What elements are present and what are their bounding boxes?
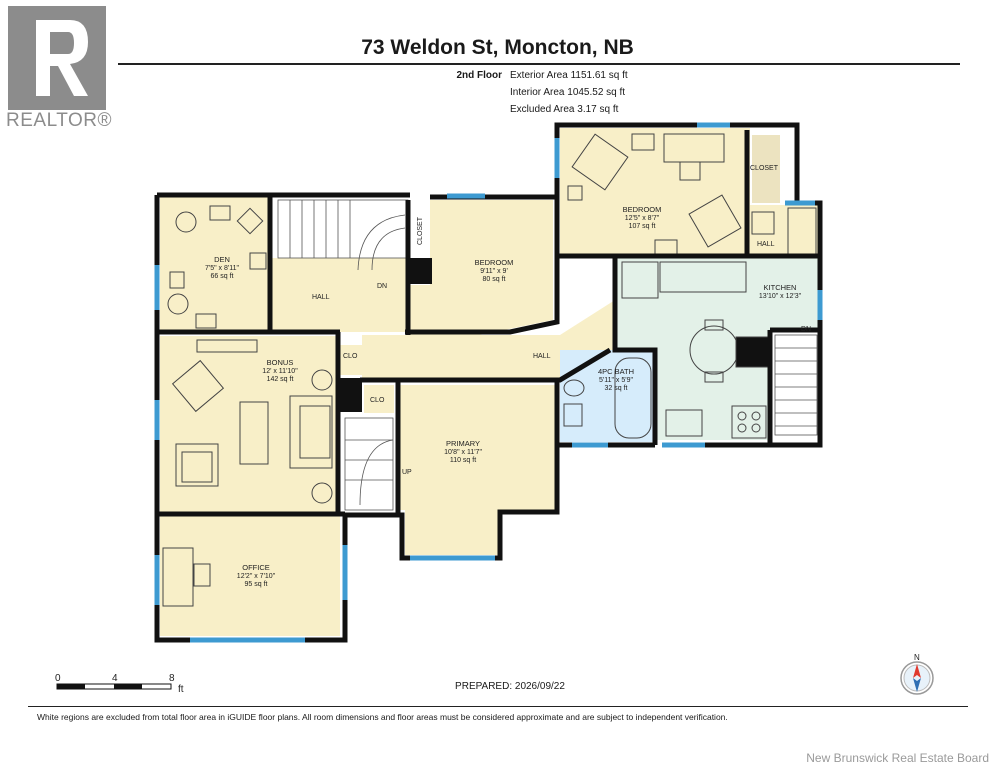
scale-tick-8: 8 — [169, 673, 175, 684]
bedroom2-area: 107 sq ft — [629, 223, 656, 230]
floor-plan: DEN 7'5" x 8'11" 66 sq ft BEDROOM 9'11" … — [55, 122, 934, 695]
bedroom1-fill — [410, 200, 553, 335]
hall-small-label: HALL — [757, 241, 775, 248]
office-fill — [160, 516, 340, 636]
exterior-area: Exterior Area 1151.61 sq ft — [510, 70, 628, 81]
up-label: UP — [402, 469, 412, 476]
room-office: OFFICE 12'2" x 7'10" 95 sq ft — [237, 563, 276, 588]
prepared-date: PREPARED: 2026/09/22 — [455, 681, 565, 692]
primary-name: PRIMARY — [446, 439, 480, 448]
dn-right-label: DN — [801, 326, 811, 333]
hall-main-label: HALL — [533, 353, 551, 360]
compass-label: N — [914, 653, 920, 662]
stairs — [277, 199, 818, 511]
realtor-logo-text: REALTOR® — [6, 110, 112, 131]
bedroom2-dim: 12'5" x 8'7" — [625, 215, 660, 222]
room-den: DEN 7'5" x 8'11" 66 sq ft — [205, 255, 239, 280]
compass-south-needle-icon — [913, 678, 921, 692]
excluded-area: Excluded Area 3.17 sq ft — [510, 104, 619, 115]
bonus-fill — [160, 336, 338, 512]
kitchen-name: KITCHEN — [764, 283, 797, 292]
bedroom1-name: BEDROOM — [475, 258, 514, 267]
floor-label: 2nd Floor — [456, 70, 502, 81]
compass: N — [900, 653, 934, 695]
office-name: OFFICE — [242, 563, 270, 572]
board-watermark: New Brunswick Real Estate Board — [806, 751, 989, 765]
room-bath: 4PC BATH 5'11" x 5'9" 32 sq ft — [598, 367, 634, 392]
primary-dim: 10'8" x 11'7" — [444, 449, 482, 456]
bonus-area: 142 sq ft — [267, 376, 294, 383]
room-bedroom-1: BEDROOM 9'11" x 9' 80 sq ft — [475, 258, 514, 283]
den-area: 66 sq ft — [211, 273, 234, 280]
room-bonus: BONUS 12' x 11'10" 142 sq ft — [262, 358, 298, 383]
bedroom1-dim: 9'11" x 9' — [480, 268, 508, 275]
footer-divider — [28, 706, 968, 707]
chimney-block — [410, 258, 432, 284]
closet-right-fill — [752, 135, 780, 203]
kitchen-dim: 13'10" x 12'3" — [759, 293, 802, 300]
realtor-logo — [8, 6, 106, 110]
bonus-name: BONUS — [267, 358, 294, 367]
scale-tick-4: 4 — [112, 673, 118, 684]
room-kitchen: KITCHEN 13'10" x 12'3" — [759, 283, 802, 300]
hall-upper-label: HALL — [312, 294, 330, 301]
structural-block — [340, 378, 362, 412]
hall-main-fill — [362, 300, 615, 380]
room-fills — [160, 128, 820, 636]
clo1-fill — [340, 345, 362, 375]
scale-bar: 0 4 8 ft — [55, 673, 184, 695]
clo2-label: CLO — [370, 397, 385, 404]
bedroom2-name: BEDROOM — [623, 205, 662, 214]
bedroom1-area: 80 sq ft — [483, 276, 506, 283]
bath-dim: 5'11" x 5'9" — [599, 377, 633, 384]
title-divider — [118, 63, 960, 65]
scale-tick-0: 0 — [55, 673, 61, 684]
compass-north-needle-icon — [913, 664, 921, 678]
clo2-fill — [364, 385, 394, 413]
bedroom2-fill — [560, 128, 750, 256]
den-dim: 7'5" x 8'11" — [205, 265, 239, 272]
bath-name: 4PC BATH — [598, 367, 634, 376]
closet-upper-label: CLOSET — [417, 216, 424, 245]
room-bedroom-2: BEDROOM 12'5" x 8'7" 107 sq ft — [623, 205, 662, 230]
realtor-r-icon — [36, 20, 88, 96]
primary-area: 110 sq ft — [450, 457, 476, 464]
office-area: 95 sq ft — [245, 581, 268, 588]
small-hall-fill — [745, 205, 819, 257]
windows — [154, 122, 823, 643]
disclaimer-text: White regions are excluded from total fl… — [37, 712, 728, 722]
clo1-label: CLO — [343, 353, 358, 360]
primary-fill — [400, 385, 555, 555]
bath-area: 32 sq ft — [605, 385, 628, 392]
office-dim: 12'2" x 7'10" — [237, 573, 276, 580]
bonus-dim: 12' x 11'10" — [262, 368, 298, 375]
hall-upper-fill — [272, 258, 407, 332]
den-name: DEN — [214, 255, 230, 264]
furniture — [162, 133, 817, 607]
interior-area: Interior Area 1045.52 sq ft — [510, 87, 626, 98]
page-title: 73 Weldon St, Moncton, NB — [361, 36, 634, 59]
dn-left-label: DN — [377, 283, 387, 290]
room-primary: PRIMARY 10'8" x 11'7" 110 sq ft — [444, 439, 482, 464]
closet-right-label: CLOSET — [750, 165, 779, 172]
scale-unit: ft — [178, 684, 184, 695]
